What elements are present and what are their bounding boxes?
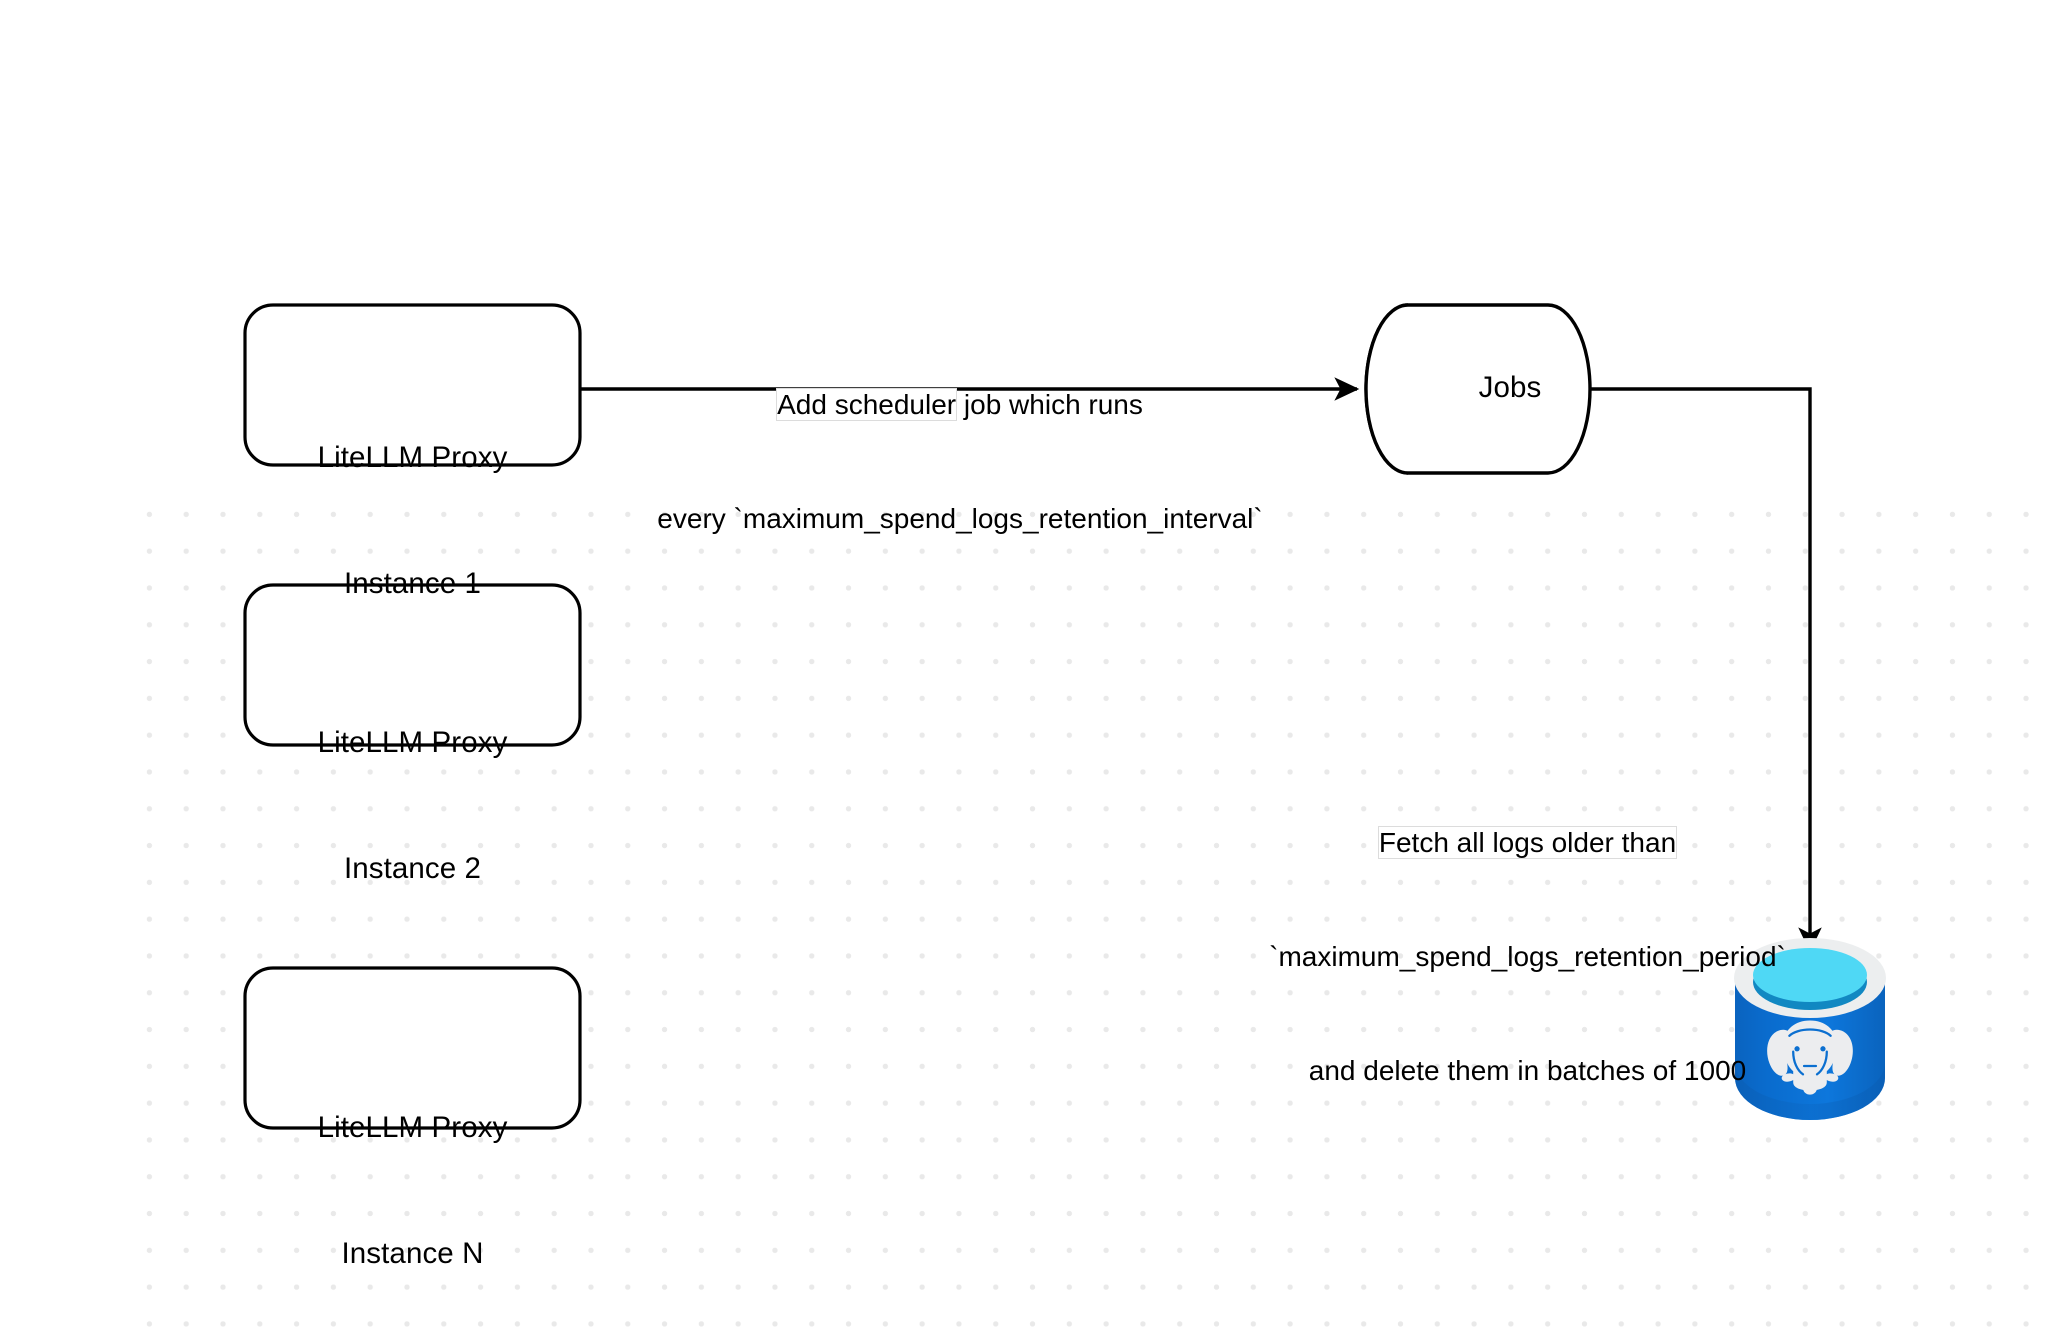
edge-1-highlight: Add scheduler: [776, 388, 958, 421]
node-jobs-cylinder[interactable]: [1364, 303, 1592, 475]
node-jobs-label: Jobs: [1478, 371, 1542, 404]
node-proxy-instance-1[interactable]: [243, 303, 582, 467]
postgres-elephant-icon: [1767, 1020, 1853, 1095]
edge-jobs-to-postgres-label: Fetch all logs older than `maximum_spend…: [1245, 748, 1810, 1166]
node-proxy-n-line-2: Instance N: [341, 1237, 484, 1270]
edge-1-line-1-rest: job which runs: [956, 389, 1143, 420]
node-postgres-database[interactable]: [1734, 938, 1886, 1120]
node-proxy-n-line-1: LiteLLM Proxy: [317, 1111, 508, 1144]
node-proxy-instance-2[interactable]: [243, 583, 582, 747]
node-proxy-instance-1-label: LiteLLM Proxy Instance 1: [245, 353, 580, 689]
edge-1-line-1: Add scheduler job which runs: [610, 386, 1310, 424]
edge-2-line-2: `maximum_spend_logs_retention_period`: [1269, 941, 1786, 972]
edge-1-line-2: every `maximum_spend_logs_retention_inte…: [657, 503, 1263, 534]
node-proxy-1-line-1: LiteLLM Proxy: [317, 441, 508, 474]
edge-2-highlight: Fetch all logs older than: [1377, 826, 1678, 859]
node-proxy-2-line-1: LiteLLM Proxy: [317, 726, 508, 759]
edge-jobs-to-postgres: [1590, 387, 1822, 953]
edge-2-line-3: and delete them in batches of 1000: [1308, 1055, 1747, 1086]
node-proxy-1-line-2: Instance 1: [343, 567, 482, 600]
edge-2-line-1: Fetch all logs older than: [1245, 824, 1810, 862]
node-proxy-2-line-2: Instance 2: [343, 852, 482, 885]
node-proxy-instance-2-label: LiteLLM Proxy Instance 2: [245, 638, 580, 974]
edge-proxy1-to-jobs-label: Add scheduler job which runs every `maxi…: [610, 310, 1310, 614]
node-proxy-instance-n-label: LiteLLM Proxy Instance N: [245, 1023, 580, 1342]
node-proxy-instance-n[interactable]: [243, 966, 582, 1130]
